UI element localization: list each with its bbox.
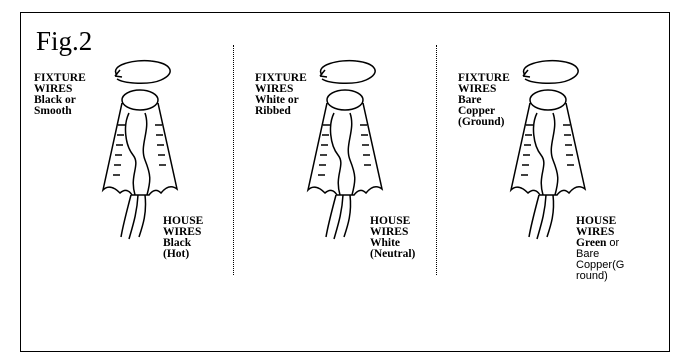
fixture-wires-label: FIXTURE WIRES Black or Smooth [34, 72, 86, 117]
house-wires-label: HOUSE WIRES White (Neutral) [370, 215, 416, 260]
panel-divider [436, 45, 437, 275]
figure-title: Fig.2 [36, 26, 93, 56]
wire-connector-illustration [509, 59, 587, 240]
figure-frame [20, 12, 670, 352]
wire-connector-illustration [306, 59, 384, 240]
fixture-wires-label: FIXTURE WIRES White or Ribbed [255, 72, 307, 117]
fixture-wires-label: FIXTURE WIRES Bare Copper (Ground) [458, 72, 510, 128]
wire-connector-illustration [101, 59, 179, 240]
house-wires-label: HOUSE WIRES Black (Hot) [163, 215, 204, 260]
house-wires-label: HOUSE WIRES Green or Bare Copper(G round… [576, 215, 625, 282]
panel-divider [233, 45, 234, 275]
